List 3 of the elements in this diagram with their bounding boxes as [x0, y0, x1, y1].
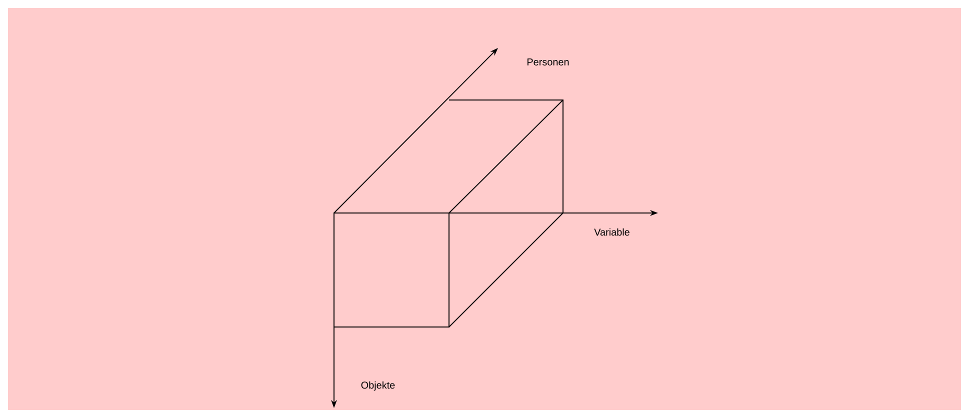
- axis-label: Personen: [528, 58, 569, 66]
- axis-label: Variable: [594, 228, 630, 236]
- axis-label: Objekte: [361, 381, 395, 391]
